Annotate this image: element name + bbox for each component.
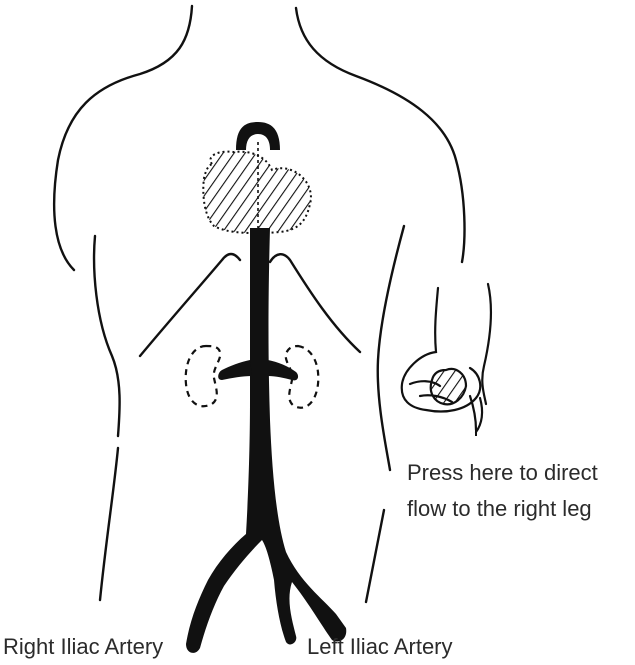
heart-icon [203,152,311,233]
aortic-arch [236,122,280,150]
left-iliac-artery-label: Left Iliac Artery [307,632,453,662]
kidney-left [186,346,221,406]
hand-icon [402,284,491,432]
instruction-text-line2: flow to the right leg [407,494,592,524]
instruction-text-line1: Press here to direct [407,458,598,488]
right-iliac-artery-label: Right Iliac Artery [3,632,163,662]
aorta [186,228,346,653]
